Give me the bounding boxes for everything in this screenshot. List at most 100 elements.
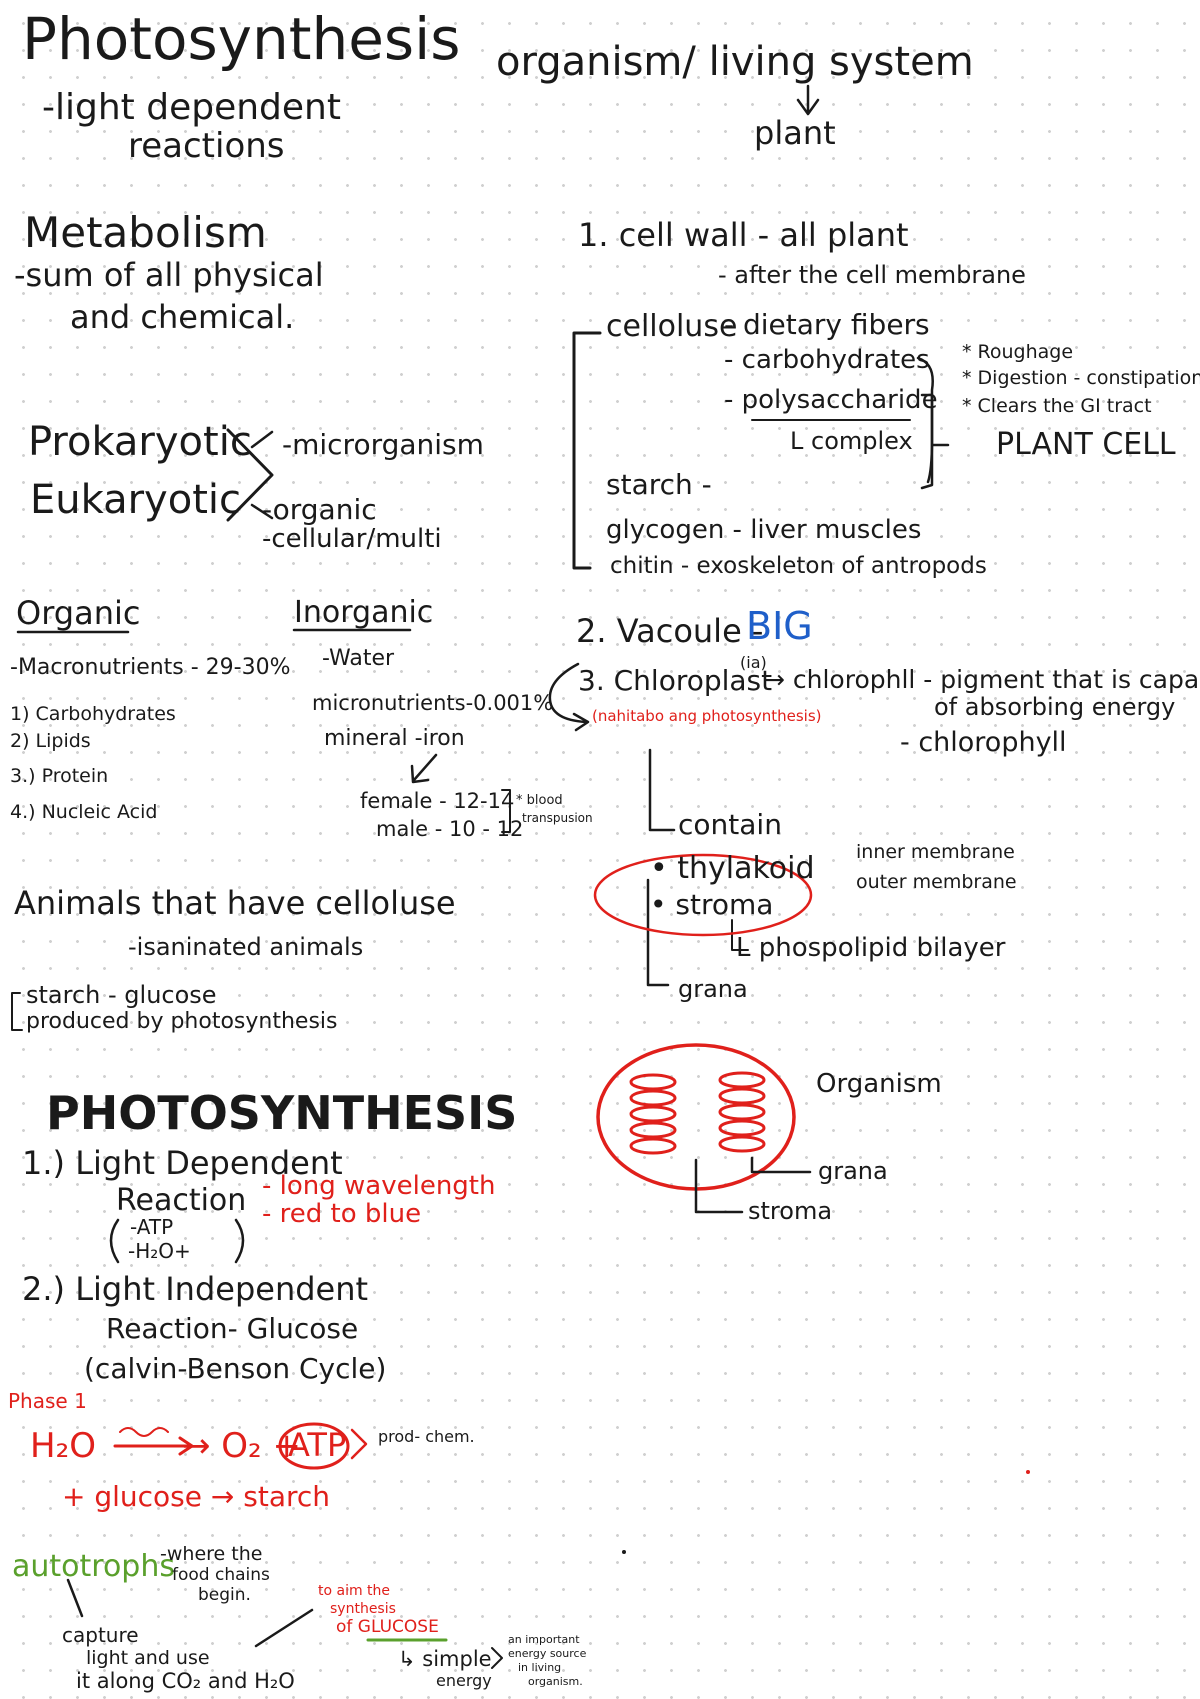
curved-arrow xyxy=(548,662,588,724)
stray-dot-red xyxy=(1026,1470,1030,1474)
stroma-diagram-label: stroma xyxy=(748,1197,833,1225)
produced-by-photosynthesis: produced by photosynthesis xyxy=(26,1009,338,1034)
organic-dash-label: -organic xyxy=(262,493,377,526)
where-line2: food chains xyxy=(172,1565,270,1585)
important-line4: organism. xyxy=(528,1675,583,1688)
equation-squiggle xyxy=(119,1427,169,1437)
light-dependent-line2: Reaction xyxy=(116,1183,247,1218)
angle-bracket xyxy=(226,428,274,522)
outer-membrane: outer membrane xyxy=(856,871,1017,893)
mineral-label: mineral -iron xyxy=(324,726,465,751)
prod-bracket xyxy=(350,1428,368,1460)
polysaccharide-label: - polysaccharide xyxy=(724,385,938,415)
where-line3: begin. xyxy=(198,1585,251,1605)
long-wavelength: - long wavelength xyxy=(262,1171,496,1201)
metabolism-heading: Metabolism xyxy=(24,208,267,257)
inorganic-heading: Inorganic xyxy=(294,595,434,630)
female-male-bracket xyxy=(501,789,511,833)
grana-stack-left xyxy=(629,1073,677,1155)
organic-item-3: 3.) Protein xyxy=(10,765,109,787)
animals-cellulose: Animals that have celloluse xyxy=(14,884,456,922)
photosynthesis-heading: PHOTOSYNTHESIS xyxy=(46,1086,518,1140)
inner-membrane: inner membrane xyxy=(856,841,1015,863)
important-line1: an important xyxy=(508,1633,580,1646)
aim-line2: synthesis xyxy=(330,1601,396,1617)
cellulose-bracket xyxy=(572,331,602,570)
cell-wall-line: 1. cell wall - all plant xyxy=(578,216,909,254)
macronutrients-label: -Macronutrients - 29-30% xyxy=(10,655,291,680)
metabolism-def-line2: and chemical. xyxy=(70,298,295,336)
calvin-cycle: (calvin-Benson Cycle) xyxy=(84,1352,387,1385)
capture-aim-line xyxy=(254,1608,314,1648)
h2o-note: -H₂O+ xyxy=(128,1239,191,1263)
vacuole-big: BIG xyxy=(746,604,813,648)
stroma-dot-label: • stroma xyxy=(650,888,774,921)
eukaryotic-label: Eukaryotic xyxy=(30,477,241,523)
aim-line1: to aim the xyxy=(318,1583,391,1599)
thylakoid-circle xyxy=(593,853,813,937)
micronutrients-label: micronutrients-0.001% xyxy=(312,691,554,715)
aim-line3: of GLUCOSE xyxy=(336,1617,439,1637)
contain-label: contain xyxy=(678,808,782,841)
simple-bracket xyxy=(491,1647,503,1669)
capture-line2: light and use xyxy=(86,1647,210,1669)
plant-label: plant xyxy=(754,114,836,152)
starch-glucose: starch - glucose xyxy=(26,981,217,1009)
important-line3: in living xyxy=(518,1661,562,1674)
atp-circle xyxy=(278,1422,350,1470)
plant-cell-label: PLANT CELL xyxy=(996,427,1176,462)
starch-bracket xyxy=(11,992,23,1031)
organism-diagram-label: Organism xyxy=(816,1069,942,1099)
chlorophyll-label: - chlorophyll xyxy=(900,727,1067,758)
female-label: female - 12-14 xyxy=(360,789,515,813)
phase-label: Phase 1 xyxy=(8,1389,87,1413)
grana-list-label: grana xyxy=(678,975,748,1003)
chlorophyll-pigment: → chlorophll - pigment that is capable xyxy=(764,665,1200,694)
equation-prod-chem: prod- chem. xyxy=(378,1427,475,1446)
equation-o2: → O₂ + xyxy=(182,1426,301,1466)
capture-line3: it along CO₂ and H₂O xyxy=(76,1669,295,1693)
organic-item-1: 1) Carbohydrates xyxy=(10,703,176,725)
grana-pointer xyxy=(750,1156,812,1174)
capture-line1: capture xyxy=(62,1623,139,1647)
male-label: male - 10 - 12 xyxy=(376,817,524,841)
page-title: Photosynthesis xyxy=(22,5,461,73)
stray-dot-black xyxy=(622,1550,626,1554)
cellular-multi-label: -cellular/multi xyxy=(262,524,442,554)
microrganism-label: -microrganism xyxy=(282,428,484,461)
organic-heading: Organic xyxy=(16,594,141,632)
glucose-to-starch: + glucose → starch xyxy=(62,1480,331,1513)
chitin-label: chitin - exoskeleton of antropods xyxy=(610,553,987,579)
chloroplast-label: 3. Chloroplast xyxy=(578,664,773,697)
absorbing-energy: of absorbing energy xyxy=(934,693,1176,721)
red-to-blue: - red to blue xyxy=(262,1199,422,1229)
plantcell-brace xyxy=(920,393,950,490)
roughage-note: * Roughage xyxy=(962,341,1074,363)
curved-arrow-head xyxy=(572,712,590,732)
starch-label: starch - xyxy=(606,468,712,501)
equation-atp: ATP xyxy=(288,1426,347,1464)
organic-item-2: 2) Lipids xyxy=(10,730,91,752)
glycogen-label: glycogen - liver muscles xyxy=(606,515,922,545)
grana-stack-right xyxy=(718,1071,766,1153)
stroma-tree xyxy=(646,878,670,987)
simple-energy-line1: ↳ simple xyxy=(398,1647,492,1671)
celloluse-label: celloluse xyxy=(606,309,738,344)
paren-right xyxy=(234,1218,245,1264)
thylakoid-label: • thylakoid xyxy=(650,851,815,886)
vacuole-label: 2. Vacoule - xyxy=(576,612,764,650)
complex-label: L complex xyxy=(790,427,913,455)
paren-left xyxy=(109,1218,120,1264)
digestion-note: * Digestion - constipation xyxy=(962,367,1200,389)
carb-brace xyxy=(916,356,934,484)
grana-diagram-label: grana xyxy=(818,1157,888,1185)
blood-note-line2: transpusion xyxy=(522,811,593,825)
water-label: -Water xyxy=(322,646,395,671)
equation-arrow xyxy=(113,1436,194,1456)
bracket-tick-bottom xyxy=(250,503,274,520)
light-independent-line2: Reaction- Glucose xyxy=(106,1312,359,1345)
chloroplast-ia: (ia) xyxy=(740,653,767,672)
clears-note: * Clears the GI tract xyxy=(962,395,1152,417)
organic-item-4: 4.) Nucleic Acid xyxy=(10,801,158,823)
